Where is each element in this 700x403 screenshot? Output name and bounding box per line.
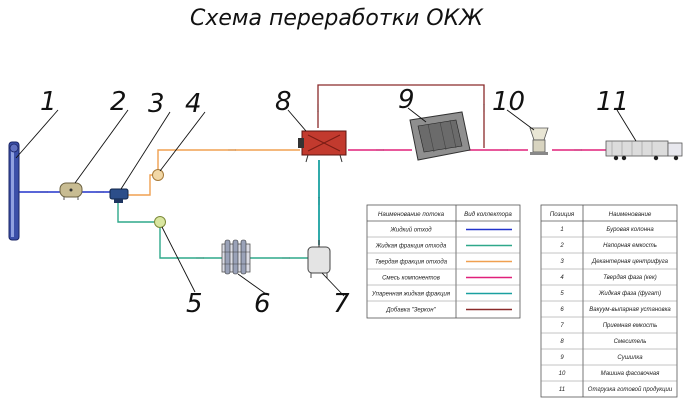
positions-row-name: Приемная емкость — [603, 323, 658, 329]
callout-11: 11 — [596, 87, 629, 117]
positions-row-pos: 1 — [560, 227, 563, 233]
callout-3: 3 — [148, 89, 165, 119]
liquid-phase-node — [154, 216, 166, 228]
callout-6: 6 — [254, 289, 271, 319]
mixer-equipment — [298, 130, 347, 163]
positions-header-pos: Позиция — [550, 211, 575, 218]
line-liquid-fraction — [117, 202, 224, 259]
callout-1: 1 — [40, 87, 57, 117]
positions-row-name: Отгрузка готовой продукции — [588, 386, 673, 393]
dryer-equipment — [409, 111, 471, 161]
legend-row-label: Добавка "Зеркон" — [385, 308, 436, 314]
drill-column-equipment — [8, 141, 20, 241]
vacuum-evaporator-equipment — [221, 239, 251, 275]
callout-9: 9 — [398, 85, 415, 115]
receiving-tank-equipment — [307, 240, 331, 278]
positions-header-name: Наименование — [609, 211, 652, 218]
positions-row-name: Вакуум-выпарная установка — [589, 307, 671, 313]
positions-row-name: Жидкая фаза (фугат) — [598, 291, 661, 297]
legend-row-label: Упаренная жидкая фракция — [371, 292, 451, 298]
legend-row-label: Жидкая фракция отхода — [375, 244, 447, 250]
legend-row-label: Жидкий отход — [389, 227, 432, 234]
line-solid-fraction — [126, 149, 300, 196]
callout-4: 4 — [185, 89, 202, 119]
callout-2: 2 — [110, 87, 127, 117]
positions-row-name: Буровая колонна — [606, 227, 654, 233]
positions-row-pos: 11 — [559, 387, 565, 393]
callout-7: 7 — [333, 289, 350, 319]
positions-row-pos: 5 — [560, 291, 564, 297]
legend-row-label: Твердая фракция отхода — [375, 260, 448, 266]
legend-header-collector: Вид коллектора — [464, 211, 512, 218]
solid-phase-node — [152, 169, 164, 181]
positions-row-pos: 9 — [560, 355, 564, 361]
diagram-title: Схема переработки ОКЖ — [190, 6, 484, 31]
positions-row-pos: 4 — [560, 275, 564, 281]
positions-row-pos: 7 — [560, 323, 564, 329]
positions-row-name: Машина фасовочная — [601, 371, 661, 377]
positions-row-name: Твердая фаза (кек) — [603, 275, 657, 281]
positions-row-name: Декантерная центрифуга — [591, 259, 669, 265]
callout-leaders — [15, 107, 637, 297]
positions-row-name: Сушилка — [617, 355, 643, 361]
positions-row-name: Смеситель — [614, 339, 647, 345]
positions-row-name: Напорная емкость — [603, 243, 657, 249]
legend-header-flow: Наименование потока — [378, 211, 445, 218]
positions-row-pos: 3 — [560, 259, 564, 265]
legend-row-label: Смесь компонентов — [382, 276, 440, 282]
positions-row-pos: 8 — [560, 339, 564, 345]
packing-machine-equipment — [529, 127, 549, 155]
callout-8: 8 — [275, 87, 292, 117]
callout-10: 10 — [492, 87, 525, 117]
positions-row-pos: 10 — [559, 371, 566, 377]
pressure-tank-equipment — [59, 182, 83, 200]
positions-row-pos: 2 — [559, 243, 564, 249]
callout-5: 5 — [186, 289, 203, 319]
decanter-centrifuge-equipment — [109, 188, 129, 203]
positions-row-pos: 6 — [560, 307, 564, 313]
shipment-truck-equipment — [605, 140, 683, 161]
positions-rows: 1 Буровая колонна 2 Напорная емкость 3 Декант… — [541, 220, 677, 393]
